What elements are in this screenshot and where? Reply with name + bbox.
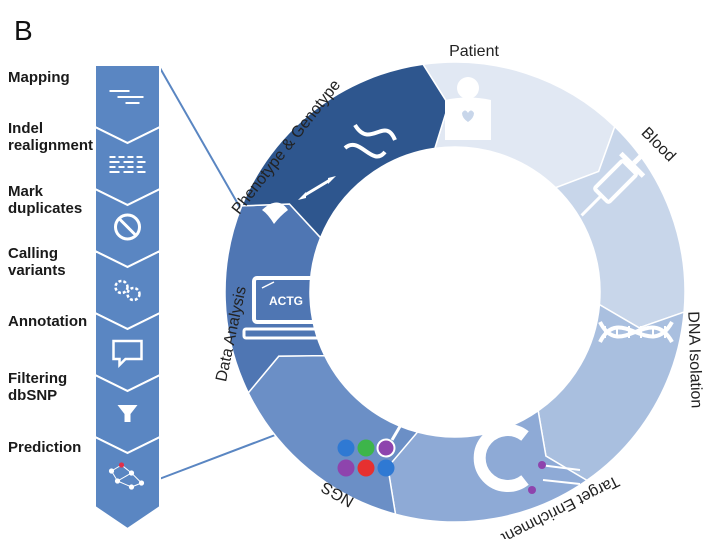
syringe-icon (580, 151, 646, 217)
computer-screen-text: ACTG (269, 294, 303, 308)
sequencing-dots-icon (337, 422, 404, 477)
pipeline-step-label: Mapping (8, 69, 70, 86)
phenotype-genotype-icon (262, 123, 397, 224)
speech-bubble-icon (112, 339, 143, 369)
funnel-icon (117, 405, 138, 422)
cycle-center (311, 148, 599, 436)
cycle-segment-label: Blood (638, 124, 679, 165)
magnet-icon (473, 424, 581, 494)
cycle-segment-phenotype-genotype (240, 63, 450, 240)
pipeline-step-7 (94, 435, 161, 531)
cycle-segment-label: Patient (449, 43, 499, 60)
computer-icon: ACTG (242, 276, 330, 340)
patient-icon (445, 77, 491, 140)
gears-icon (114, 279, 141, 302)
network-icon (108, 462, 145, 490)
pipeline-step-label: Annotation (8, 313, 87, 330)
pipeline-step-label: Prediction (8, 439, 81, 456)
dna-icon (598, 320, 674, 344)
cycle-segment-label: DNA Isolation (684, 311, 704, 408)
no-duplicates-icon (114, 213, 141, 241)
reads-realigned-icon (109, 156, 146, 173)
panel-letter: B (14, 15, 33, 46)
reads-aligned-icon (109, 90, 144, 104)
